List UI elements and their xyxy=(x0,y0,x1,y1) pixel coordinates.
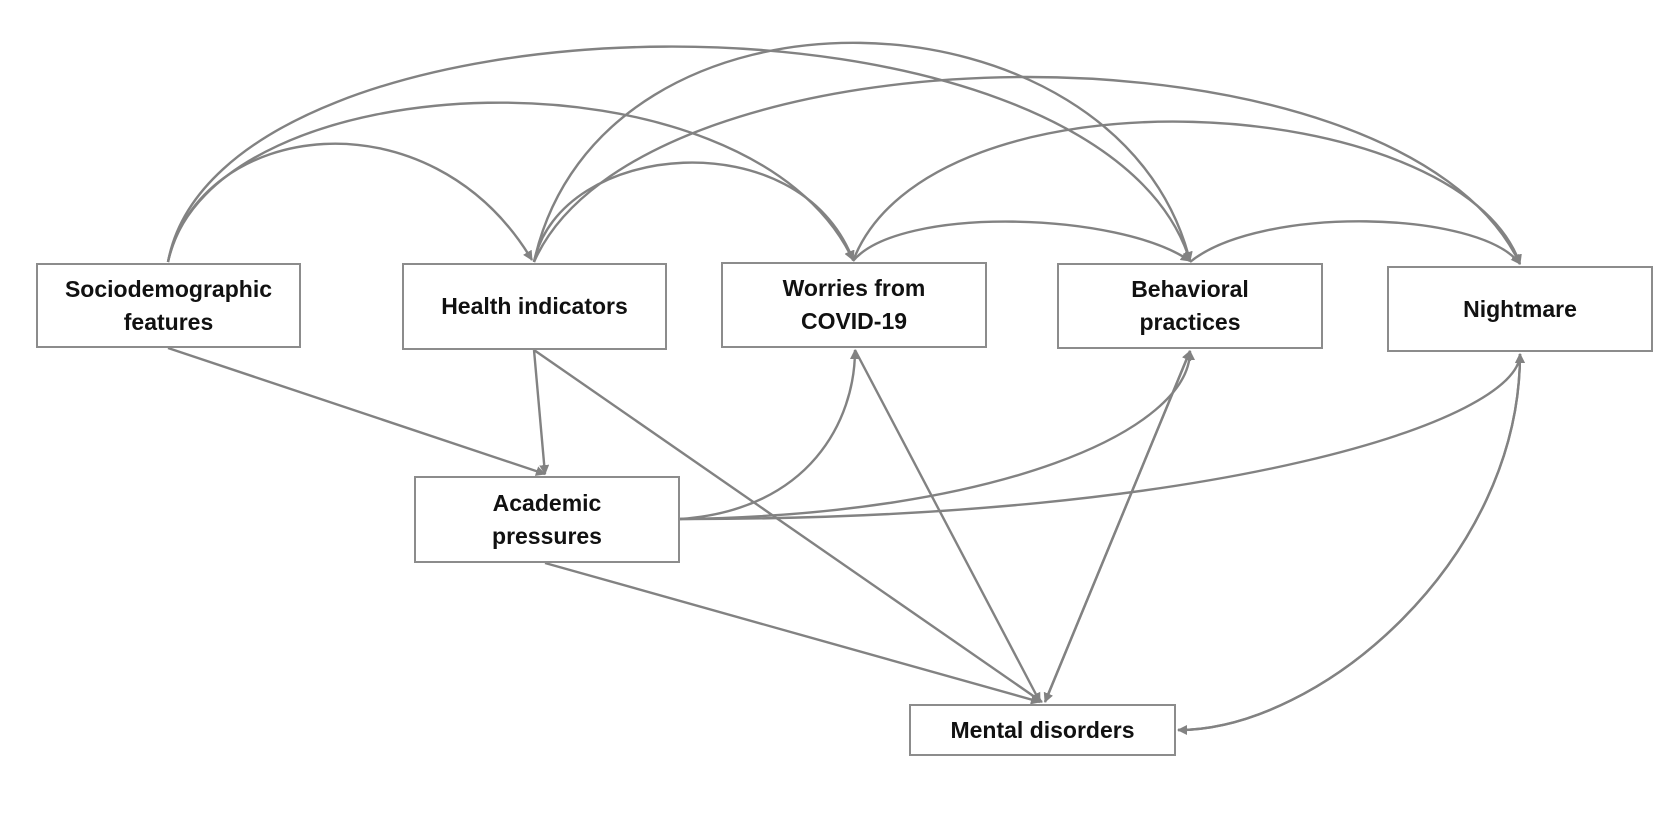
edge-health-to-mental xyxy=(533,349,1043,703)
node-mental-disorders: Mental disorders xyxy=(909,704,1176,756)
edge-health-to-nightmare xyxy=(532,75,1522,265)
edge-health-to-academic xyxy=(532,349,550,475)
edge-sociodemographic-to-academic xyxy=(167,346,546,476)
node-nightmare: Nightmare xyxy=(1387,266,1653,352)
edge-sociodemographic-to-worries xyxy=(166,101,855,263)
edge-health-to-behavioral xyxy=(532,41,1193,263)
node-sociodemographic: Sociodemographic features xyxy=(36,263,301,348)
node-health-indicators: Health indicators xyxy=(402,263,667,350)
edge-academic-to-worries xyxy=(679,349,860,521)
edge-sociodemographic-to-health xyxy=(166,142,534,263)
edge-academic-to-behavioral xyxy=(679,350,1195,521)
node-behavioral-practices: Behavioral practices xyxy=(1057,263,1323,349)
edge-sociodemographic-to-behavioral xyxy=(166,45,1193,263)
edge-health-to-worries xyxy=(532,161,855,263)
edge-group xyxy=(166,41,1525,735)
edge-worries-to-behavioral xyxy=(852,220,1191,262)
node-worries-covid: Worries from COVID-19 xyxy=(721,262,987,348)
edge-academic-to-nightmare xyxy=(679,353,1525,521)
edge-behavioral-to-nightmare xyxy=(1189,220,1521,265)
edge-mental-to-nightmare xyxy=(1177,353,1525,732)
edge-academic-to-mental xyxy=(544,561,1041,705)
node-academic-pressures: Academic pressures xyxy=(414,476,680,563)
edge-worries-to-nightmare xyxy=(851,120,1522,265)
edge-worries-to-mental xyxy=(853,349,1042,703)
edge-mental-to-behavioral xyxy=(1043,350,1192,703)
edge-nightmare-to-mental xyxy=(1177,353,1522,735)
